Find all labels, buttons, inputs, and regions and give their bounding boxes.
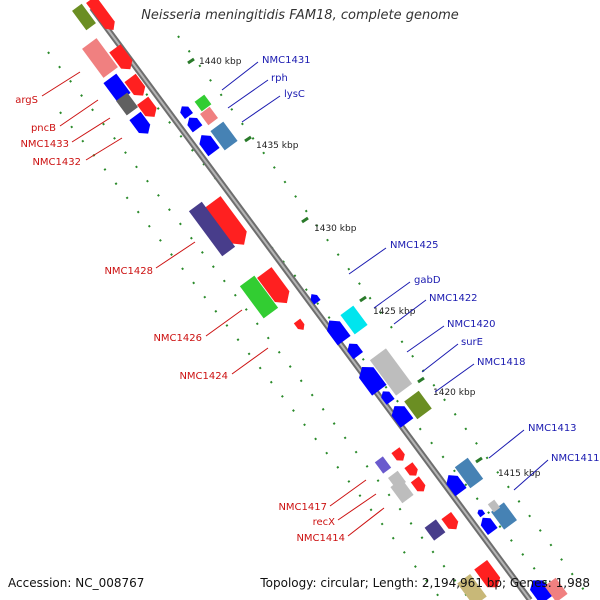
label-gabD[interactable]: gabD xyxy=(414,275,441,286)
accession-text: Accession: NC_008767 xyxy=(8,576,145,590)
gene-NMC1433-b xyxy=(124,73,146,96)
gene-rph xyxy=(200,106,218,126)
tick-label-1435: 1435 kbp xyxy=(256,141,299,151)
label-NMC1426[interactable]: NMC1426 xyxy=(153,333,202,344)
ring-dots xyxy=(47,35,593,600)
label-NMC1422[interactable]: NMC1422 xyxy=(429,293,478,304)
gene-lysC xyxy=(210,121,238,151)
backbone xyxy=(89,6,533,600)
genome-summary-text: Topology: circular; Length: 2,194,961 bp… xyxy=(260,576,590,590)
gene-NMC1411-grey xyxy=(487,499,501,513)
gene-left-bottom-d xyxy=(474,559,501,588)
gene-blue-b xyxy=(187,117,203,133)
leader-lines-right xyxy=(221,61,549,491)
gene-blue-a xyxy=(180,106,193,119)
gene-left-bottom-c xyxy=(457,573,487,600)
gene-NMC1420 xyxy=(369,348,413,396)
label-NMC1418[interactable]: NMC1418 xyxy=(477,357,526,368)
label-pncB[interactable]: pncB xyxy=(31,123,56,134)
label-NMC1420[interactable]: NMC1420 xyxy=(447,319,496,330)
gene-NMC1431 xyxy=(194,94,212,112)
gene-NMC1426 xyxy=(239,275,279,319)
tick-mark-1430 xyxy=(301,216,309,224)
label-recX[interactable]: recX xyxy=(313,517,336,528)
genome-title: Neisseria meningitidis FAM18, complete g… xyxy=(141,8,459,23)
gene-NMC1428 xyxy=(188,201,236,257)
gene-surE xyxy=(359,366,387,396)
tick-mark-1440 xyxy=(187,57,195,65)
label-surE[interactable]: surE xyxy=(461,337,483,348)
label-lysC[interactable]: lysC xyxy=(284,89,305,100)
gene-pncB-b xyxy=(109,44,133,70)
label-NMC1424[interactable]: NMC1424 xyxy=(179,371,228,382)
gene-NMC1422-b xyxy=(347,343,363,360)
gene-left-bottom-a xyxy=(424,519,446,541)
gene-NMC1425-tiny xyxy=(310,294,321,305)
gene-NMC1414 xyxy=(390,478,414,504)
leader-lines-left xyxy=(41,71,385,537)
gene-NMC1411-c xyxy=(477,509,486,518)
gene-NMC1418 xyxy=(404,390,432,420)
gene-NMC1426-red xyxy=(257,267,290,304)
label-NMC1428[interactable]: NMC1428 xyxy=(104,266,153,277)
ring-outer-dots xyxy=(177,35,593,600)
gene-NMC1418-b xyxy=(391,406,414,428)
gene-NMC1411-b xyxy=(480,517,498,535)
gene-NMC1414-b xyxy=(410,476,426,492)
label-rph[interactable]: rph xyxy=(271,73,288,84)
tick-marks xyxy=(187,57,483,464)
gene-recX-b xyxy=(404,462,418,476)
label-argS[interactable]: argS xyxy=(15,95,38,106)
label-NMC1431[interactable]: NMC1431 xyxy=(262,55,311,66)
gene-gabD xyxy=(340,305,368,335)
tick-label-1425: 1425 kbp xyxy=(373,307,416,317)
gene-features-right xyxy=(180,94,568,600)
gene-features-left xyxy=(72,0,501,600)
gene-right-bottom-a xyxy=(530,580,554,600)
label-NMC1432[interactable]: NMC1432 xyxy=(32,157,81,168)
gene-NMC1432-red xyxy=(137,96,157,117)
tick-label-1430: 1430 kbp xyxy=(314,224,357,234)
tick-mark-1415 xyxy=(475,456,483,464)
gene-grey xyxy=(116,92,138,116)
tick-mark-1425 xyxy=(359,295,367,303)
label-NMC1414[interactable]: NMC1414 xyxy=(296,533,345,544)
gene-left-bottom-b xyxy=(441,512,459,530)
gene-blue-c xyxy=(199,135,220,157)
label-NMC1425[interactable]: NMC1425 xyxy=(390,240,439,251)
gene-NMC1422 xyxy=(327,320,351,346)
gene-NMC1417-a xyxy=(374,456,392,474)
tick-label-1420: 1420 kbp xyxy=(433,388,476,398)
ring-inner-dots xyxy=(47,51,471,600)
label-NMC1417[interactable]: NMC1417 xyxy=(278,502,327,513)
gene-right-bottom-b xyxy=(544,577,568,600)
gene-surE-b xyxy=(381,391,395,405)
tick-mark-1420 xyxy=(417,376,425,384)
gene-argS xyxy=(72,0,115,31)
label-NMC1413[interactable]: NMC1413 xyxy=(528,423,577,434)
label-NMC1433[interactable]: NMC1433 xyxy=(20,139,69,150)
gene-NMC1424 xyxy=(293,318,305,330)
gene-NMC1413 xyxy=(454,457,484,489)
label-NMC1411[interactable]: NMC1411 xyxy=(551,453,600,464)
tick-label-1415: 1415 kbp xyxy=(498,469,541,479)
gene-NMC1417-b xyxy=(391,447,405,461)
gene-NMC1428-red xyxy=(204,196,247,245)
gene-NMC1432 xyxy=(129,111,151,134)
gene-NMC1413-b xyxy=(446,475,467,497)
gene-pncB xyxy=(82,38,118,78)
tick-label-1440: 1440 kbp xyxy=(199,57,242,67)
tick-mark-1435 xyxy=(244,135,252,143)
